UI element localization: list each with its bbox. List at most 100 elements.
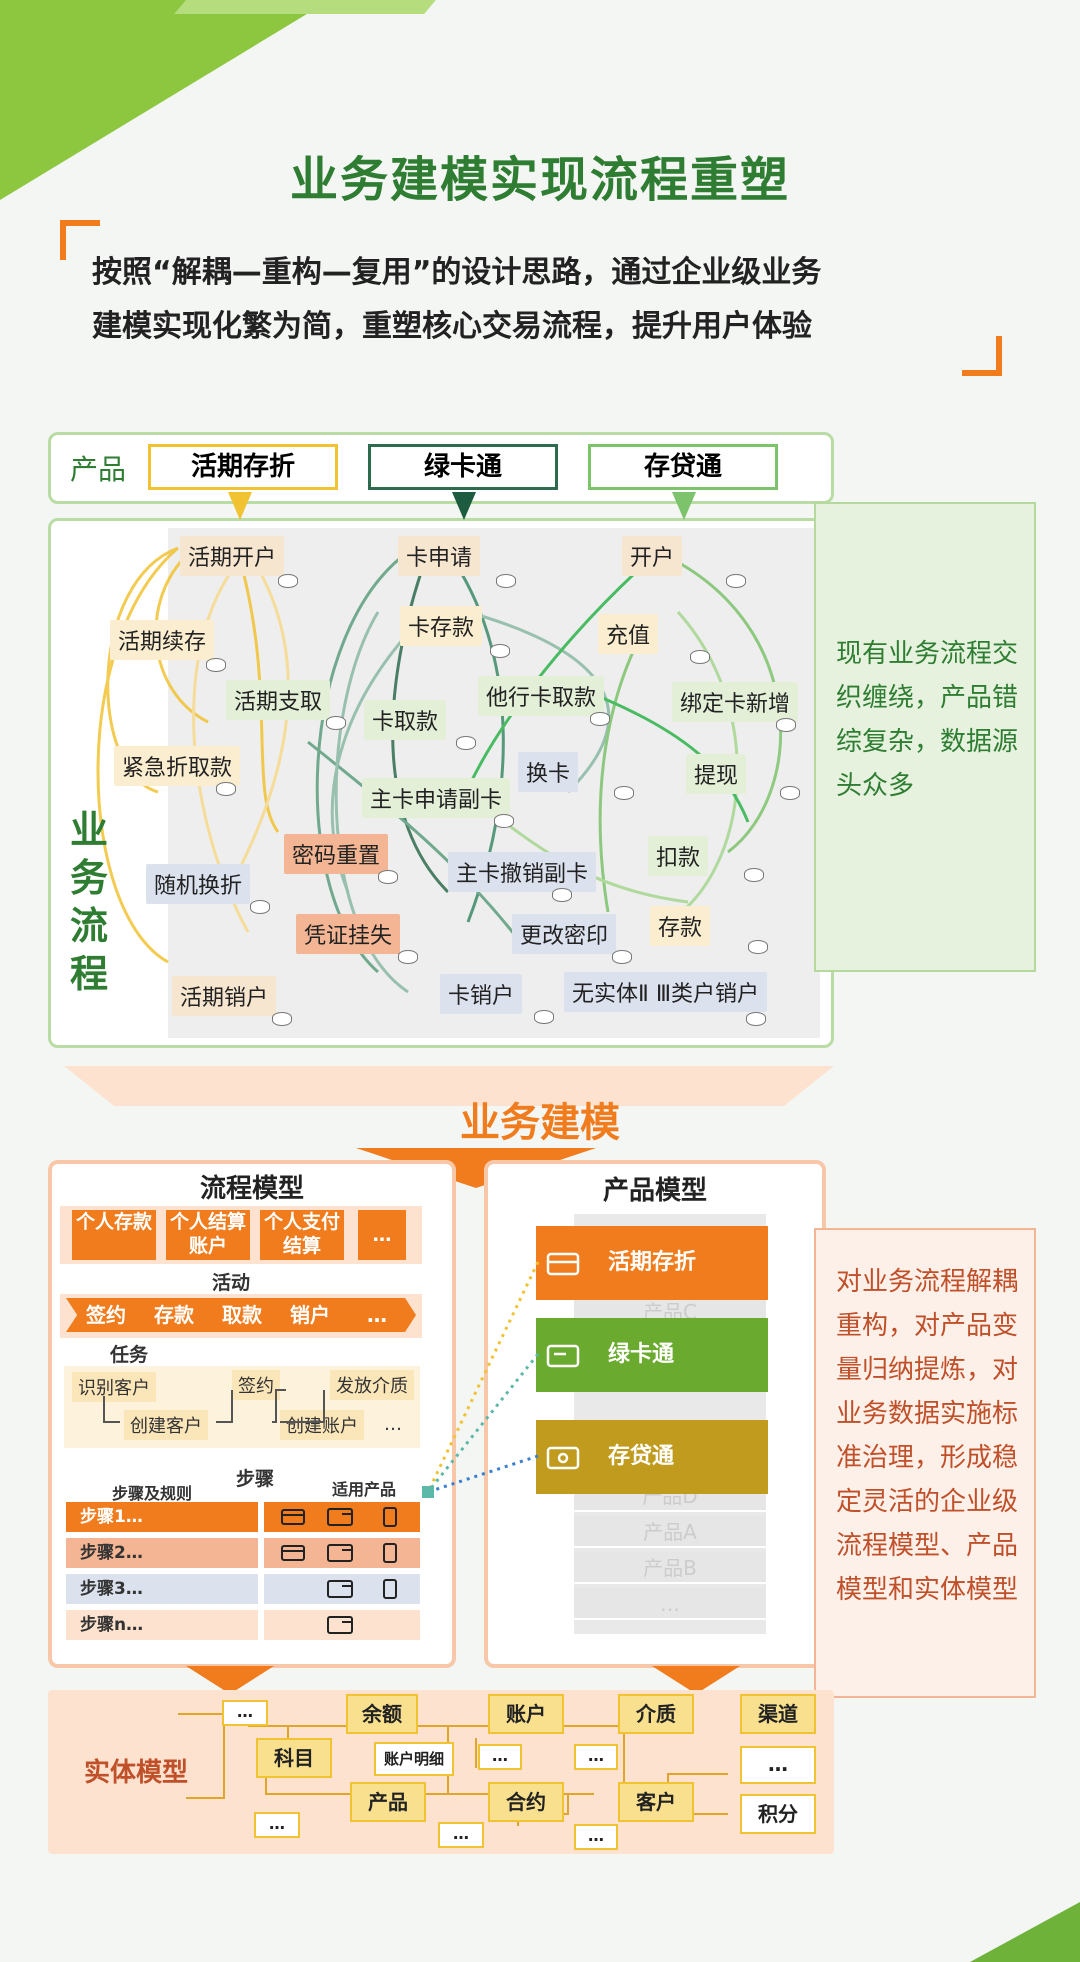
subtitle: 按照“解耦—重构—复用”的设计思路，通过企业级业务 建模实现化繁为简，重塑核心交…: [92, 246, 1012, 354]
database-icon: [690, 650, 710, 664]
step-row-2: 步骤2…: [66, 1538, 258, 1568]
database-icon: [490, 644, 510, 658]
task-identify-customer: 识别客户: [72, 1372, 156, 1402]
product-label: 产品: [70, 453, 127, 486]
note-current-process-text: 现有业务流程交织缠绕，产品错综复杂，数据源头众多: [836, 639, 1019, 801]
node-deposit: 存款: [650, 906, 711, 946]
activity-label: 活动: [212, 1272, 251, 1294]
database-icon: [744, 868, 764, 882]
entity-account-detail: 账户明细: [374, 1742, 454, 1776]
node-open-account: 开户: [622, 536, 683, 576]
database-icon: [272, 1012, 292, 1026]
node-other-card-withdraw: 他行卡取款: [478, 676, 605, 716]
process-label: 业务流程: [70, 808, 109, 996]
product-card-loan: 存贷通: [536, 1420, 768, 1494]
entity-model-label: 实体模型: [84, 1758, 189, 1788]
product-box-greencard: 绿卡通: [368, 444, 558, 490]
task-create-customer: 创建客户: [124, 1410, 208, 1440]
corner-decoration-bottom-right: [970, 1902, 1080, 1962]
step-row-n: 步骤n…: [66, 1610, 258, 1640]
node-open-demand: 活期开户: [180, 536, 285, 576]
node-voucher-loss: 凭证挂失: [296, 914, 401, 954]
corner-stripe: [174, 0, 436, 14]
step-row-3: 步骤3…: [66, 1574, 258, 1604]
entity-medium: 介质: [618, 1694, 694, 1734]
product-ghost-b: 产品B: [574, 1552, 766, 1584]
database-icon: [748, 940, 768, 954]
node-emergency-withdraw: 紧急折取款: [114, 746, 241, 786]
database-icon: [496, 574, 516, 588]
node-demand-close: 活期销户: [172, 976, 277, 1016]
node-cashout: 提现: [686, 754, 747, 794]
task-more: …: [384, 1414, 402, 1435]
note-modeling: 对业务流程解耦重构，对产品变量归纳提炼，对业务数据实施标准治理，形成稳定灵活的企…: [814, 1228, 1036, 1698]
node-card-withdraw: 卡取款: [364, 700, 447, 740]
product-box-loan: 存贷通: [588, 444, 778, 490]
product-card-greencard: 绿卡通: [536, 1318, 768, 1392]
database-icon: [398, 950, 418, 964]
node-card-replace: 换卡: [518, 752, 579, 792]
database-icon: [612, 950, 632, 964]
database-icon: [726, 574, 746, 588]
node-change-seal: 更改密印: [512, 914, 617, 954]
node-sub-card-apply: 主卡申请副卡: [362, 778, 511, 818]
subtitle-line-2: 建模实现化繁为简，重塑核心交易流程，提升用户体验: [92, 309, 812, 344]
entity-customer: 客户: [618, 1782, 694, 1822]
activity-sign: 签约: [66, 1298, 146, 1332]
activity-withdraw: 取款: [202, 1298, 282, 1332]
entity-more: …: [222, 1700, 268, 1726]
database-icon: [326, 716, 346, 730]
section-title-business-modeling: 业务建模: [460, 1100, 620, 1146]
database-icon: [456, 736, 476, 750]
down-arrow-right: [652, 1666, 740, 1694]
database-icon: [552, 888, 572, 902]
entity-more: …: [438, 1822, 484, 1848]
process-product-settlement-account: 个人结算账户: [166, 1210, 250, 1260]
product-link-dotted-lines: [422, 1261, 540, 1498]
product-model-title: 产品模型: [602, 1176, 707, 1206]
database-icon: [746, 1012, 766, 1026]
product-card-icons: [546, 1252, 580, 1470]
subtitle-line-1: 按照“解耦—重构—复用”的设计思路，通过企业级业务: [92, 255, 822, 290]
task-connectors: [103, 1389, 325, 1423]
node-debit: 扣款: [648, 836, 709, 876]
process-model-title: 流程模型: [199, 1174, 304, 1204]
entity-account: 账户: [488, 1694, 564, 1734]
product-ghost-more: …: [574, 1588, 766, 1620]
database-icon: [216, 782, 236, 796]
node-card-close: 卡销户: [440, 974, 523, 1014]
entity-more: …: [574, 1824, 618, 1850]
bracket-open: [60, 220, 100, 260]
database-icon: [278, 574, 298, 588]
task-issue-medium: 发放介质: [330, 1370, 414, 1400]
activity-deposit: 存款: [134, 1298, 214, 1332]
step-label: 步骤: [236, 1468, 275, 1490]
note-current-process: 现有业务流程交织缠绕，产品错综复杂，数据源头众多: [814, 502, 1036, 972]
node-password-reset: 密码重置: [284, 834, 389, 874]
node-demand-withdraw: 活期支取: [226, 680, 331, 720]
step-row-1: 步骤1…: [66, 1502, 258, 1532]
database-icon: [206, 658, 226, 672]
process-product-more: …: [358, 1210, 406, 1260]
node-demand-deposit: 活期续存: [110, 620, 215, 660]
entity-more: …: [574, 1744, 618, 1770]
database-icon: [378, 870, 398, 884]
bracket-close: [962, 336, 1002, 376]
step-product-icons: [281, 1507, 397, 1634]
corner-decoration-top-left: [0, 0, 330, 200]
node-sub-card-cancel: 主卡撤销副卡: [448, 852, 597, 892]
node-random-passbook: 随机换折: [146, 864, 251, 904]
entity-channel: 渠道: [740, 1694, 816, 1734]
database-icon: [494, 814, 514, 828]
product-box-passbook: 活期存折: [148, 444, 338, 490]
entity-more: …: [478, 1744, 522, 1770]
database-icon: [776, 718, 796, 732]
applicable-product-label: 适用产品: [332, 1480, 397, 1499]
database-icon: [614, 786, 634, 800]
funnel-band: [64, 1066, 834, 1106]
product-ghost-a: 产品A: [574, 1516, 766, 1548]
node-bind-card: 绑定卡新增: [672, 682, 799, 722]
node-card-apply: 卡申请: [398, 536, 481, 576]
activity-more: …: [338, 1298, 416, 1332]
entity-contract: 合约: [488, 1782, 564, 1822]
